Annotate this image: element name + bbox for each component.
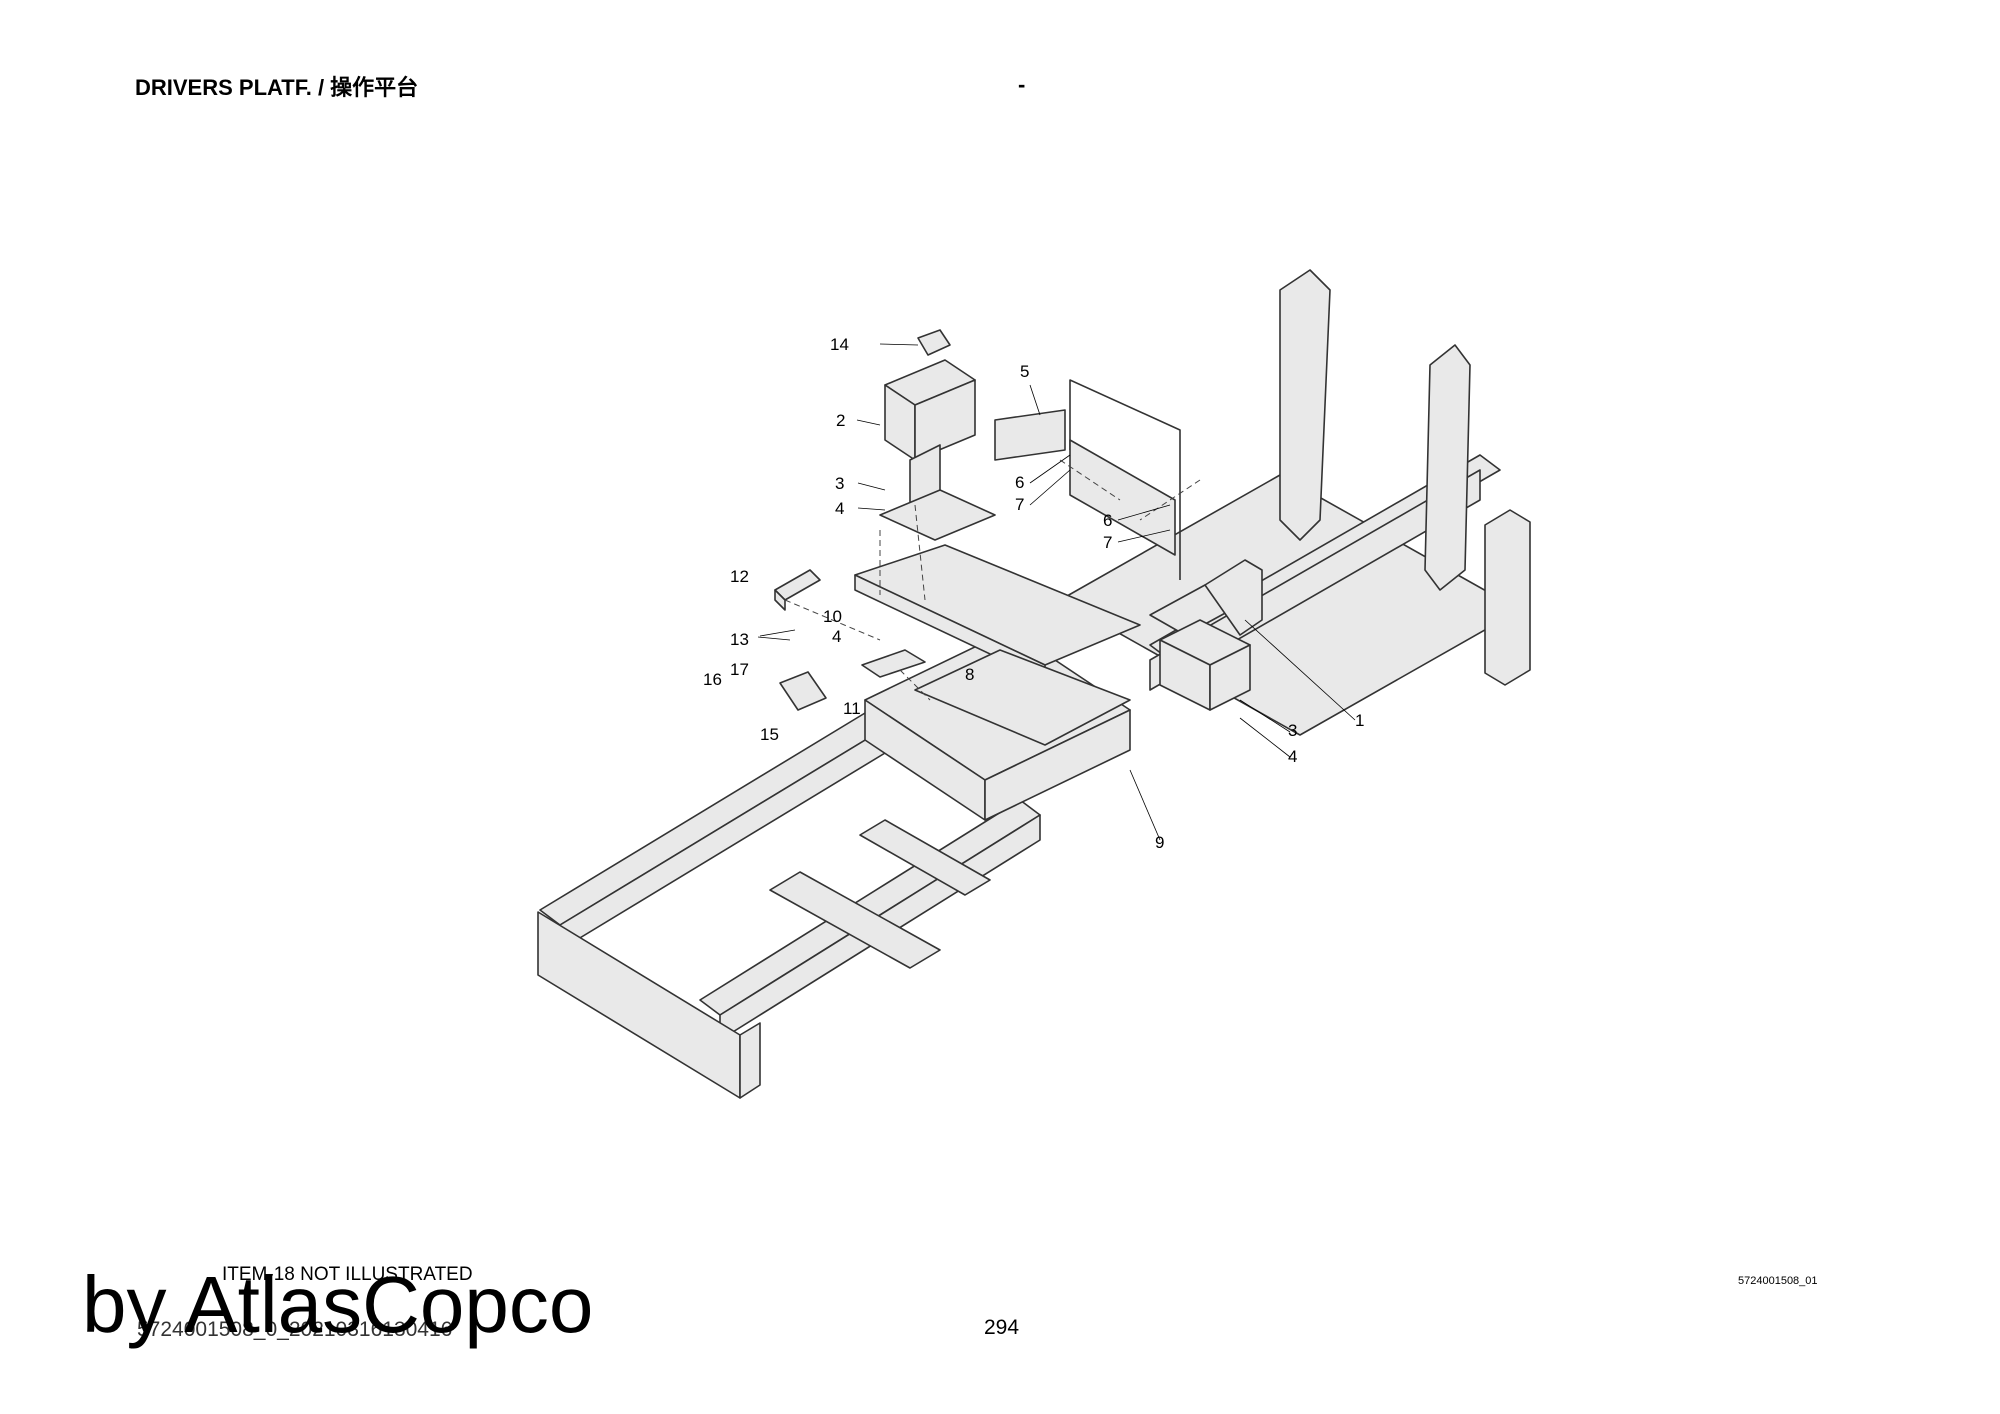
callout-2: 2 <box>836 411 845 430</box>
header-separator: - <box>1018 72 1026 97</box>
callout-4: 4 <box>835 499 844 518</box>
callout-6b: 6 <box>1103 511 1112 530</box>
not-illustrated-note: ITEM-18 NOT ILLUSTRATED <box>222 1264 473 1285</box>
rear-bracket <box>1484 509 1531 686</box>
callout-7: 7 <box>1015 495 1024 514</box>
callout-17: 17 <box>730 660 749 679</box>
callout-5: 5 <box>1020 362 1029 381</box>
callout-9: 9 <box>1155 833 1164 852</box>
callout-3b: 3 <box>1288 721 1297 740</box>
leader-dash-lines <box>784 459 1201 701</box>
callout-16: 16 <box>703 670 722 689</box>
callout-7b: 7 <box>1103 533 1112 552</box>
plate-11 <box>861 649 926 678</box>
page-title: DRIVERS PLATF. / 操作平台 <box>135 75 419 100</box>
rear-upright-left <box>1279 269 1331 541</box>
platform-plate-lower <box>914 649 1131 746</box>
image-id: 5724001508_01 <box>1738 1275 1818 1287</box>
frame-cross-members <box>769 819 991 969</box>
callout-leaders <box>757 343 1356 841</box>
callouts: 14 2 3 4 5 6 7 6 7 12 10 4 13 17 16 11 1… <box>703 335 1364 852</box>
watermark: by AtlasCopco <box>82 1260 594 1349</box>
callout-15: 15 <box>760 725 779 744</box>
document-reference: 5724001508_0_20210316130416 <box>137 1318 453 1341</box>
callout-11: 11 <box>843 699 861 718</box>
callout-10: 10 <box>823 607 842 626</box>
callout-8: 8 <box>965 665 974 684</box>
frame-left-rail <box>539 709 891 951</box>
callout-3: 3 <box>835 474 844 493</box>
callout-14: 14 <box>830 335 849 354</box>
callout-6: 6 <box>1015 473 1024 492</box>
page-number: 294 <box>984 1316 1020 1339</box>
rear-upright-right <box>1424 344 1471 591</box>
callout-12: 12 <box>730 567 749 586</box>
control-console <box>879 329 996 541</box>
callout-1: 1 <box>1355 711 1364 730</box>
callout-4b: 4 <box>832 627 841 646</box>
bracket-12 <box>774 569 821 611</box>
plate-15 <box>779 671 827 711</box>
callout-4c: 4 <box>1288 747 1297 766</box>
callout-13: 13 <box>730 630 749 649</box>
operator-seat <box>1149 559 1263 711</box>
frame-end-plate <box>537 911 761 1099</box>
guard-rail <box>994 379 1181 580</box>
